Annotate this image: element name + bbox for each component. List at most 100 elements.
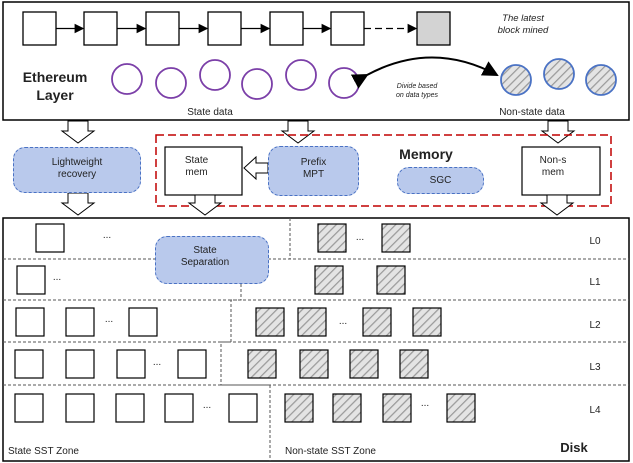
nonstate-sst (284, 393, 314, 423)
state-sst (14, 349, 44, 379)
state-data-circles (111, 59, 360, 100)
state-circle (199, 59, 231, 91)
nonstate-sst (362, 307, 392, 337)
state-sst (177, 349, 207, 379)
nonstate-sst (399, 349, 429, 379)
ellipsis: ... (202, 400, 212, 411)
state-mem-box (164, 146, 243, 196)
state-separation-pill (155, 236, 269, 284)
state-separation-label: State Separation (180, 245, 230, 268)
level-label-l1: L1 (589, 277, 601, 288)
block (83, 11, 118, 46)
state-sst (228, 393, 258, 423)
state-circle (241, 68, 273, 100)
state-sst (115, 393, 145, 423)
blockchain (22, 11, 451, 46)
state-mem-label: State mem (184, 155, 209, 178)
state-data-label: State data (187, 107, 233, 118)
hollow-left-arrow (243, 155, 269, 181)
nonstate-sst-blocks (247, 223, 476, 423)
lightweight-recovery-label: Lightweight recovery (51, 157, 103, 180)
nonstate-circle (500, 64, 532, 96)
level-separators (3, 258, 629, 386)
level-label-l3: L3 (589, 362, 601, 373)
nonstate-circle (585, 64, 617, 96)
state-sst (14, 393, 44, 423)
hollow-down-arrow (187, 194, 223, 216)
hollow-down-arrow (539, 194, 575, 216)
ellipsis: ... (152, 357, 162, 368)
level-label-l2: L2 (589, 320, 601, 331)
state-sst-blocks (14, 223, 258, 423)
ethereum-title-line2: Layer (36, 87, 74, 103)
nonstate-circle (543, 58, 575, 90)
ethereum-title: Ethereum Layer (10, 68, 100, 104)
down-arrows-mid (60, 192, 575, 216)
lightweight-recovery-pill (13, 147, 141, 193)
nonstate-sst (412, 307, 442, 337)
nonstate-sst (297, 307, 327, 337)
nonstate-sst (247, 349, 277, 379)
state-sst (128, 307, 158, 337)
divide-note: Divide based on data types (395, 83, 439, 99)
hollow-down-arrow (280, 120, 316, 144)
hollow-down-arrow (60, 192, 96, 216)
block (22, 11, 57, 46)
nonstate-sst (299, 349, 329, 379)
state-circle (285, 59, 317, 91)
down-arrows-top (60, 120, 576, 144)
ethereum-title-line1: Ethereum (22, 69, 88, 85)
nonstate-mem-box (521, 146, 601, 196)
state-sst (164, 393, 194, 423)
ellipsis: ... (420, 398, 430, 409)
state-sst (16, 265, 46, 295)
nonstate-sst (381, 223, 411, 253)
ellipsis: ... (52, 272, 62, 283)
level-label-l4: L4 (589, 405, 601, 416)
block (145, 11, 180, 46)
divide-arc (350, 56, 499, 89)
state-sst (65, 307, 95, 337)
state-sst (65, 393, 95, 423)
state-sst (35, 223, 65, 253)
block (269, 11, 304, 46)
prefix-mpt-pill (268, 146, 359, 196)
hollow-down-arrow (60, 120, 96, 144)
nonstate-data-label: Non-state data (499, 107, 565, 118)
state-circle (328, 67, 360, 99)
disk-title: Disk (560, 440, 588, 455)
level-label-l0: L0 (589, 236, 601, 247)
nonstate-sst (332, 393, 362, 423)
block (207, 11, 242, 46)
sgc-pill (397, 167, 484, 194)
nonstate-data-circles (500, 58, 617, 96)
prefix-mpt-label: Prefix MPT (300, 157, 327, 180)
nonstate-zone-label: Non-state SST Zone (285, 446, 376, 457)
ellipsis: ... (338, 316, 348, 327)
state-sst (116, 349, 146, 379)
latest-block (416, 11, 451, 46)
nonstate-sst (349, 349, 379, 379)
nonstate-sst (446, 393, 476, 423)
nonstate-sst (255, 307, 285, 337)
nonstate-sst (314, 265, 344, 295)
block (330, 11, 365, 46)
disk-frame (2, 217, 630, 462)
hollow-down-arrow (540, 120, 576, 144)
nonstate-mem-label: Non-s mem (539, 155, 567, 178)
memory-title: Memory (399, 146, 453, 162)
state-sst (65, 349, 95, 379)
nonstate-sst (376, 265, 406, 295)
nonstate-sst (382, 393, 412, 423)
ellipsis: ... (102, 230, 112, 241)
latest-block-label: The latest block mined (497, 13, 549, 36)
state-circle (155, 67, 187, 99)
nonstate-sst (317, 223, 347, 253)
state-sst (15, 307, 45, 337)
ellipsis: ... (355, 232, 365, 243)
sgc-label: SGC (429, 175, 452, 186)
ellipsis: ... (104, 314, 114, 325)
state-circle (111, 63, 143, 95)
state-zone-label: State SST Zone (8, 446, 79, 457)
